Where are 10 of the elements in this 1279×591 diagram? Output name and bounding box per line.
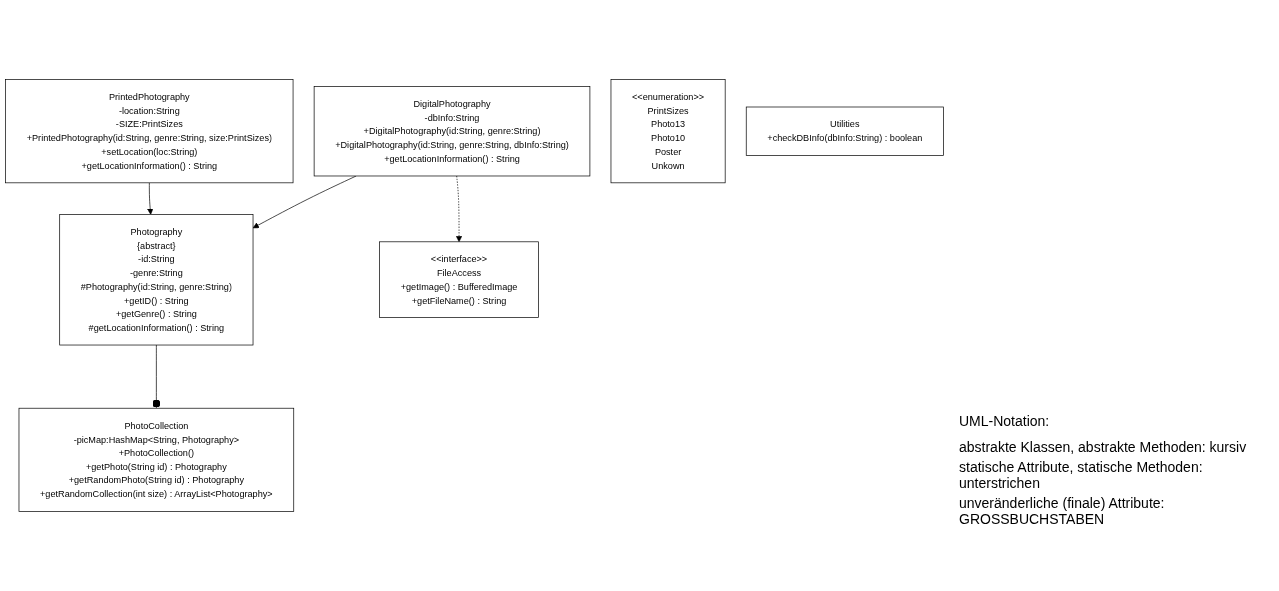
node-box: <<interface>> FileAccess +getImage() : BufferedImage +getFileName() : String: [379, 241, 539, 318]
node-box: <<enumeration>> PrintSizes Photo13 Photo10 Poster Unkown: [610, 79, 726, 184]
node-box: Utilities +checkDBInfo(dbInfo:String) : boolean: [745, 106, 944, 156]
node-box: PhotoCollection -picMap:HashMap<String, Photography> +PhotoCollection() +getPhoto(String id) : Photography +getRandomPhoto(String id) : Photography +getRandomCollection(int size) : ArrayList<Photography>: [18, 407, 295, 512]
note-text: abstrakte Klassen, abstrakte Methoden: kursiv: [959, 439, 1248, 455]
node-box: PrintedPhotography -location:String -SIZE:PrintSizes +PrintedPhotography(id:String, genre:String, size:PrintSizes) +setLocation(loc:String) +getLocationInformation() : String: [5, 79, 294, 184]
node-box: Photography {abstract} -id:String -genre:String #Photography(id:String, genre:String) +getID() : String +getGenre() : String #getLocationInformation() : String: [59, 214, 254, 346]
note-heading: UML-Notation:: [959, 413, 1051, 429]
note-text: unveränderliche (finale) Attribute: GROSSBUCHSTABEN: [959, 495, 1166, 527]
node-box: DigitalPhotography -dbInfo:String +DigitalPhotography(id:String, genre:String) +DigitalPhotography(id:String, genre:String, dbInfo:String) +getLocationInformation() : String: [313, 86, 591, 177]
